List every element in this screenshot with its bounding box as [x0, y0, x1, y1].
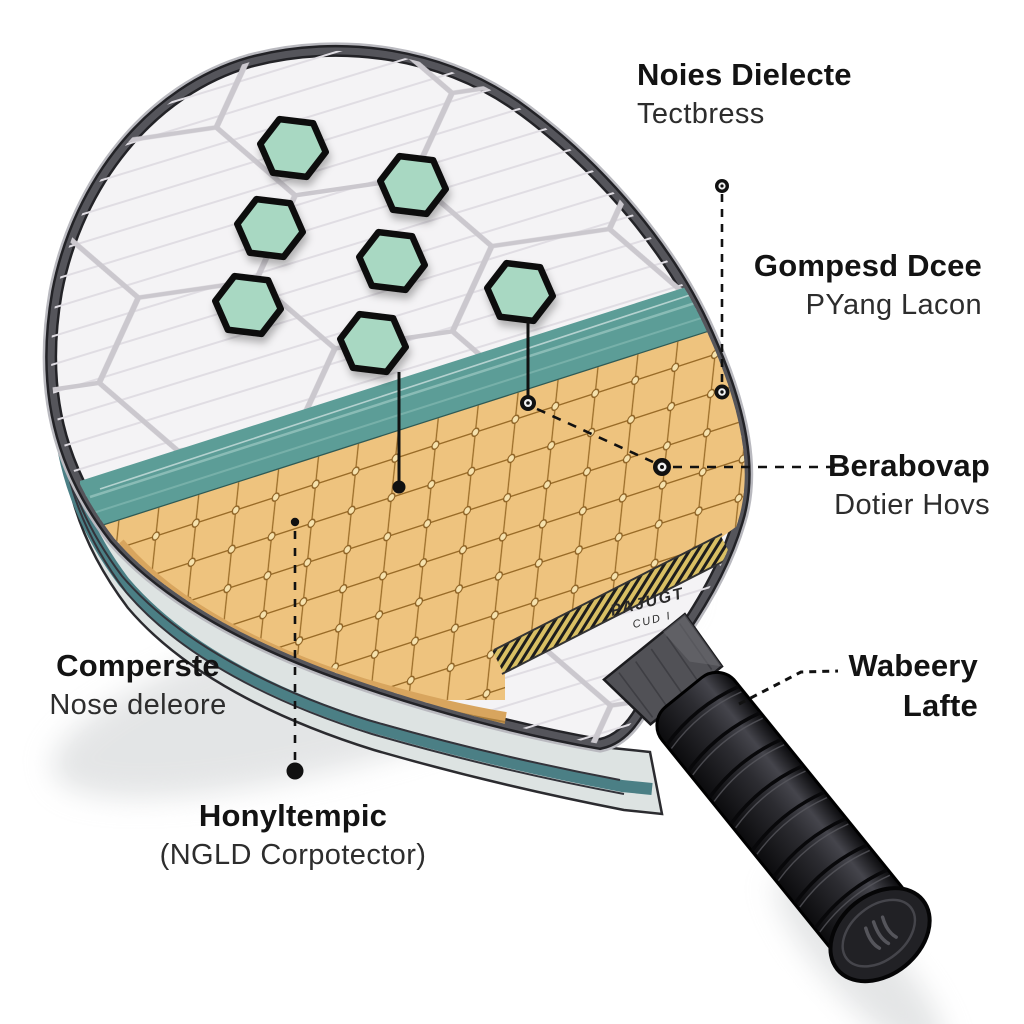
- label-subtitle: Tectbress: [637, 98, 765, 131]
- callout-ring-dot: [520, 395, 536, 411]
- label-title: Honyltempic: [198, 798, 388, 833]
- callout-ring-dot: [715, 179, 729, 193]
- label-subtitle: Dotier Hovs: [834, 489, 990, 522]
- label-subtitle: PYang Lacon: [805, 289, 982, 322]
- callout-dot: [286, 762, 304, 780]
- handle-end-cap: [828, 886, 932, 984]
- callout-dot: [290, 517, 300, 527]
- label-right-upper: Gompesd Dcee PYang Lacon: [690, 246, 982, 325]
- label-title: Comperste: [56, 648, 220, 683]
- callout-ring-dot: [714, 384, 730, 400]
- label-title: Gompesd Dcee: [753, 248, 982, 283]
- callout-dot: [392, 480, 406, 494]
- label-title: Wabeery: [848, 648, 978, 683]
- handle-collar: [602, 612, 724, 726]
- callout-leaders: [293, 194, 841, 761]
- label-top-right: Noies Dielecte Tectbress: [637, 55, 967, 134]
- label-right-middle: Berabovap Dotier Hovs: [700, 446, 990, 525]
- leader-dashed-diagonal: [536, 407, 654, 464]
- callout-ring-dot: [653, 458, 671, 476]
- label-subtitle: (NGLD Corpotector): [159, 839, 427, 872]
- leader-dashed-wabeery: [738, 669, 839, 706]
- label-left: Comperste Nose deleore: [28, 646, 248, 725]
- label-right-lower: Wabeery Lafte: [700, 646, 978, 727]
- label-subtitle: Nose deleore: [49, 689, 227, 722]
- label-title: Berabovap: [827, 448, 990, 483]
- paddle-handle: [602, 612, 932, 984]
- label-bottom-left: Honyltempic (NGLD Corpotector): [120, 796, 466, 875]
- core-hatched-strip: [492, 534, 732, 674]
- callout-dots: [286, 179, 730, 780]
- end-cap-emboss: [864, 915, 898, 950]
- label-title: Noies Dielecte: [637, 57, 852, 92]
- label-subtitle: Lafte: [902, 688, 978, 724]
